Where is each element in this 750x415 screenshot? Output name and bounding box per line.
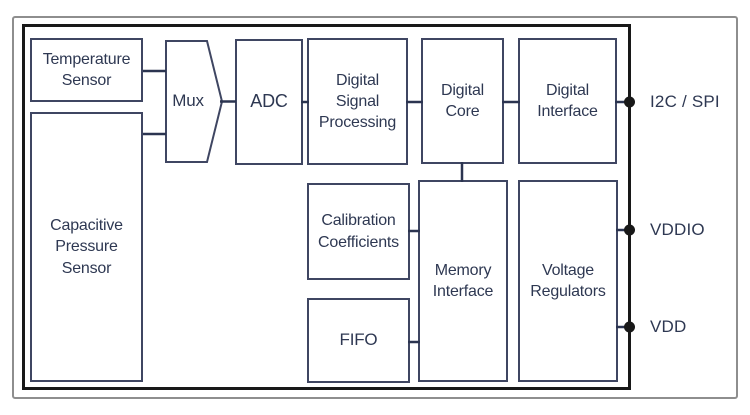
block-memory-interface: Memory Interface [418, 180, 508, 382]
block-voltage-regulators: Voltage Regulators [518, 180, 618, 382]
block-temperature-sensor: Temperature Sensor [30, 38, 143, 102]
block-digital-core: Digital Core [421, 38, 504, 164]
block-capacitive-pressure-sensor: Capacitive Pressure Sensor [30, 112, 143, 382]
block-digital-signal-processing: Digital Signal Processing [307, 38, 408, 165]
pin-label-vddio: VDDIO [650, 220, 705, 239]
chip-inner-frame [22, 24, 631, 390]
block-adc: ADC [235, 39, 303, 165]
block-fifo: FIFO [307, 298, 410, 383]
pin-label-vdd: VDD [650, 317, 687, 336]
chip-outer-frame [12, 16, 738, 399]
block-mux-label: Mux [172, 91, 204, 110]
block-calibration-coefficients: Calibration Coefficients [307, 183, 410, 280]
pin-label-i2c-spi: I2C / SPI [650, 92, 720, 111]
block-digital-interface: Digital Interface [518, 38, 617, 164]
